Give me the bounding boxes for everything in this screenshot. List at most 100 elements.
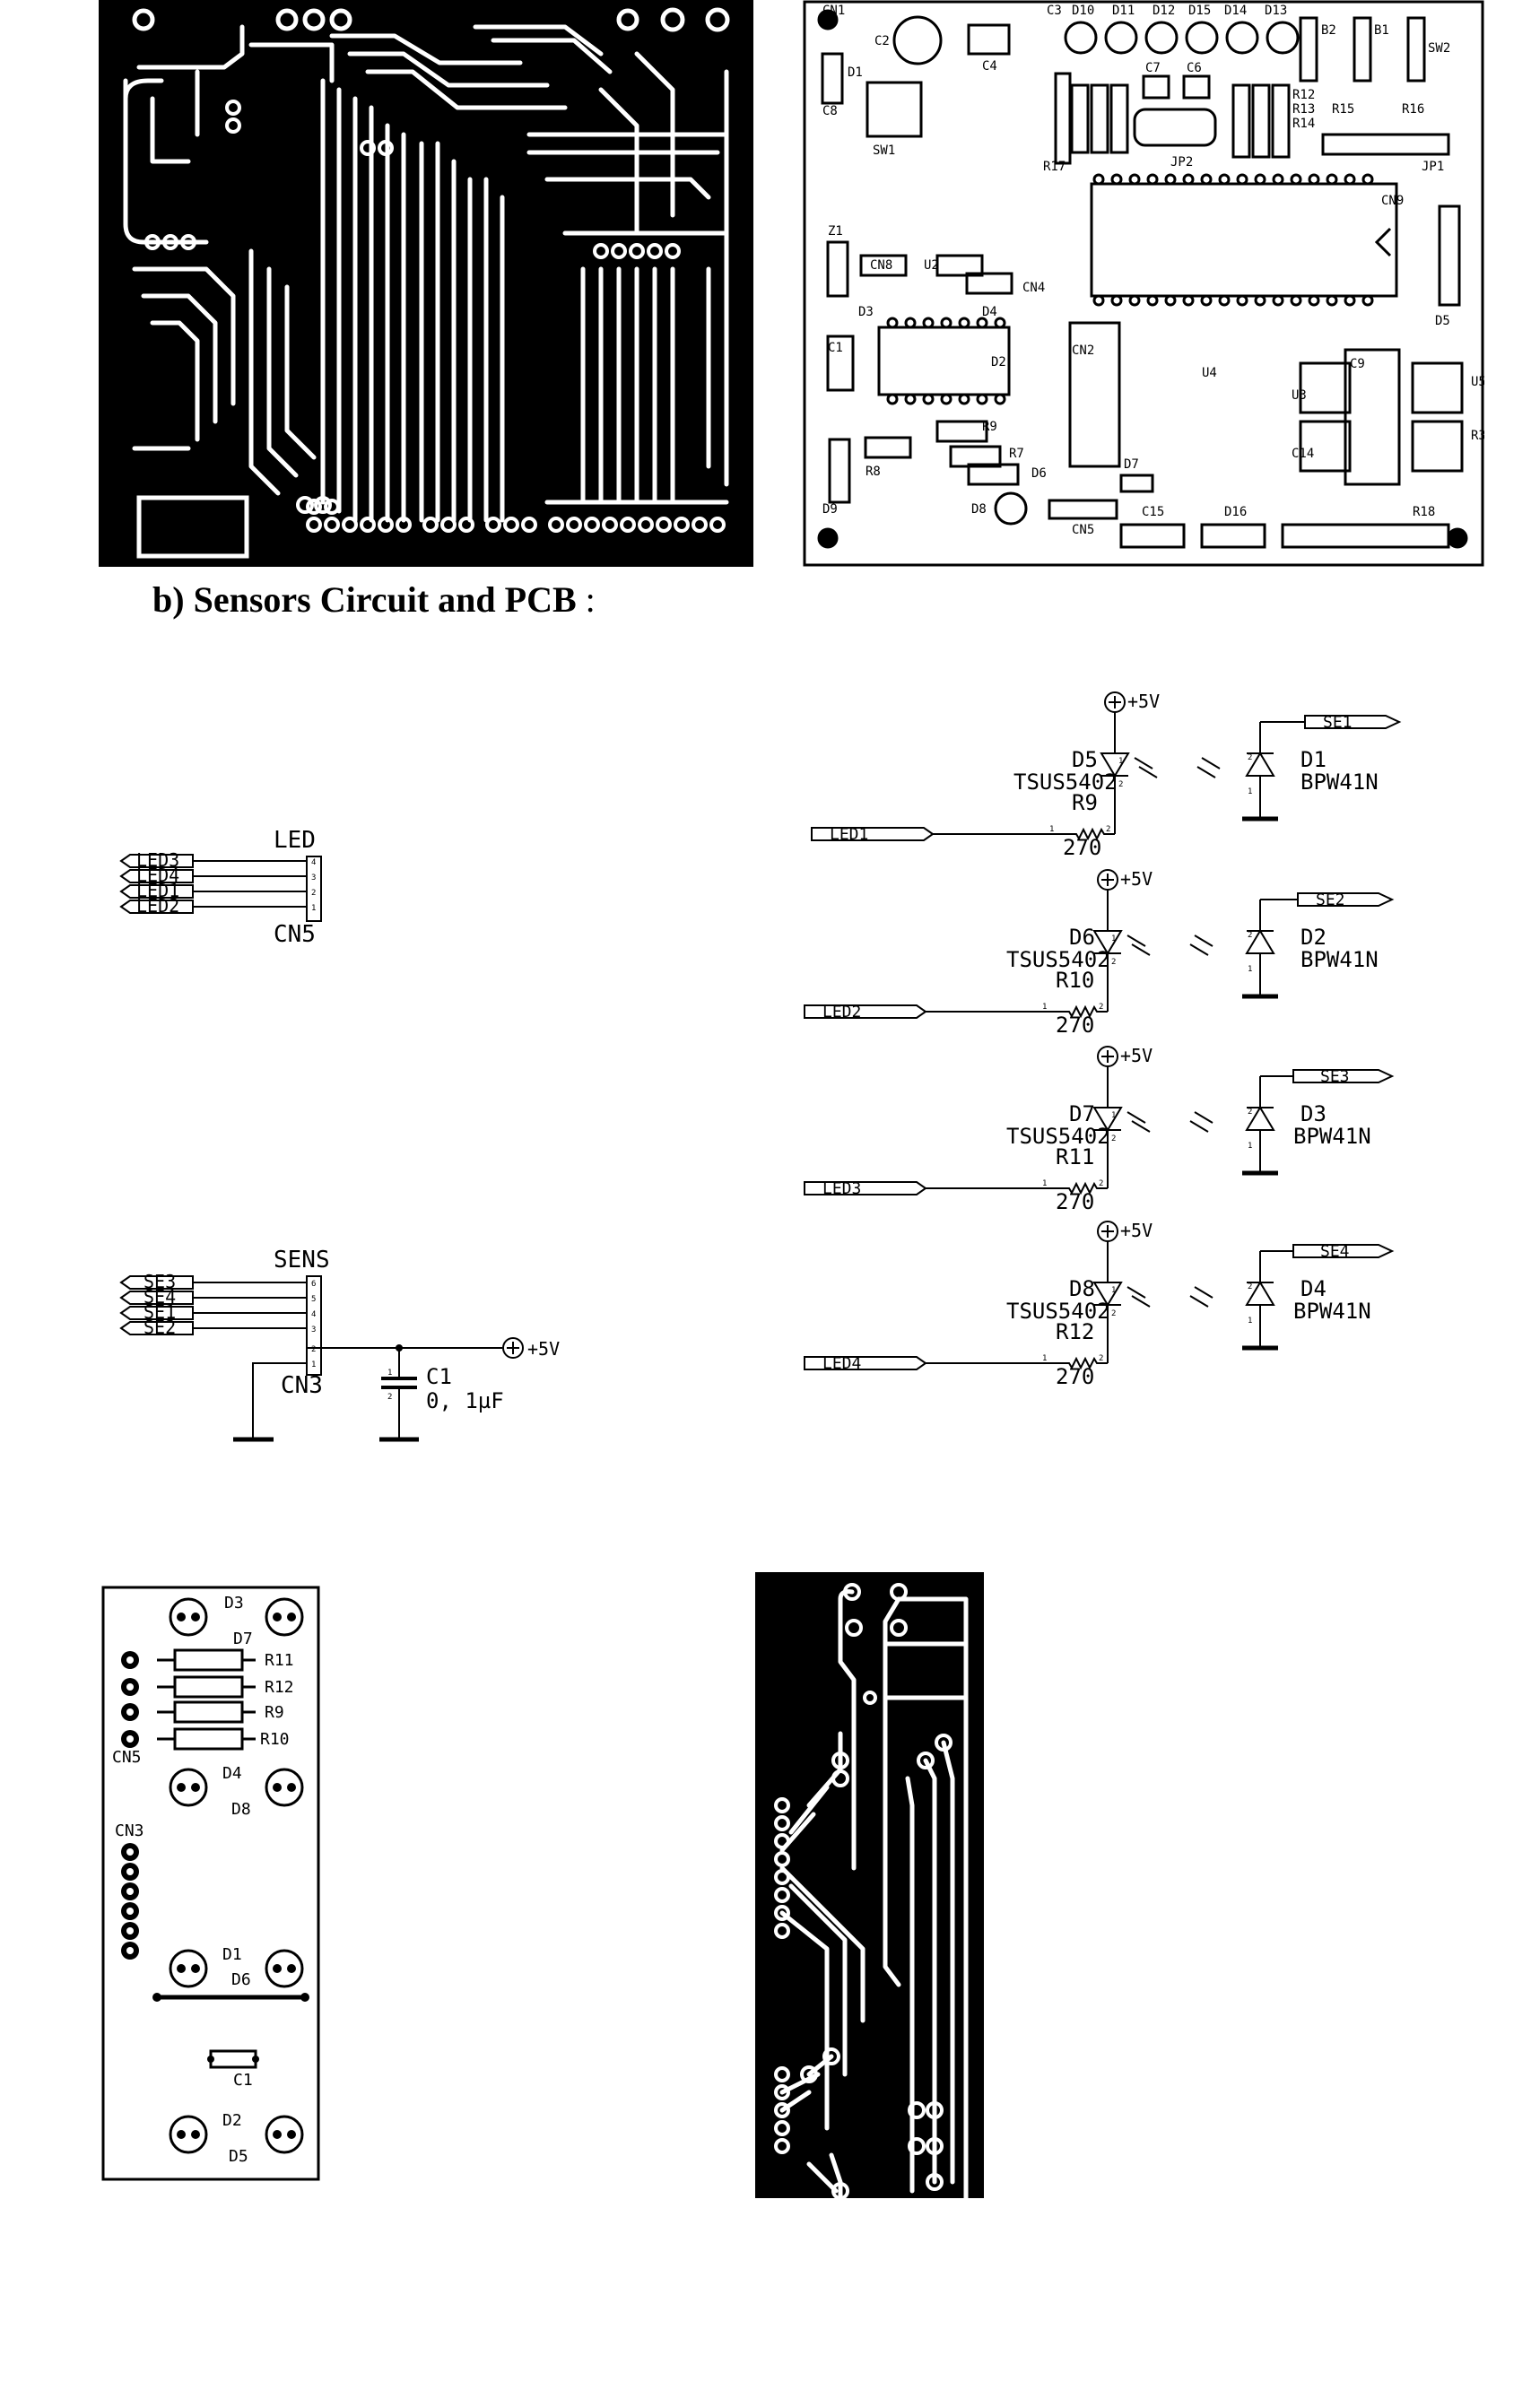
sensor-designator: D2 [1300, 925, 1327, 950]
pin-number: 2 [1111, 1309, 1116, 1318]
net-label: SE4 [144, 1286, 176, 1308]
main-pcb-silkscreen: CN1 C2 D1 C8 SW1 C4 C3 D10 D11 D12 D15 D… [803, 0, 1484, 567]
sensor-pcb-silkscreen: D3 D7 R11 R12 R9 R10 CN5 D4 D8 CN3 D1 D6… [101, 1586, 320, 2181]
pin-number: 1 [1111, 1111, 1116, 1120]
section-heading: b) Sensors Circuit and PCB : [152, 578, 596, 621]
sensor-part: BPW41N [1300, 947, 1379, 972]
pin-number: 1 [311, 1360, 316, 1369]
pin-number: 2 [1111, 958, 1116, 967]
supply-label: +5V [1120, 1045, 1153, 1066]
silk-label: C3 [1047, 4, 1062, 18]
sens-connector-title: SENS [274, 1247, 330, 1274]
led-connector-schematic: LED CN5 LED3 LED4 LED1 LED2 4 3 2 1 [119, 827, 322, 948]
silk-label: C1 [828, 341, 843, 355]
input-net: LED2 [822, 1003, 861, 1021]
silk-label: R3 [1471, 429, 1484, 443]
led-designator: D7 [1069, 1101, 1095, 1126]
silk-label: D13 [1265, 4, 1287, 18]
silk-label: C7 [1145, 61, 1161, 75]
silk-label: D3 [858, 305, 874, 319]
silk-label: D2 [991, 355, 1006, 369]
silk-label: CN5 [112, 1748, 142, 1767]
pin-number: 2 [311, 1345, 316, 1354]
supply-label: +5V [1120, 868, 1153, 890]
sensor-channel-4: +5V D8 TSUS5402 R12 270 LED4 SE4 D4 BPW4… [804, 1220, 1395, 1389]
pin-number: 2 [1248, 1108, 1252, 1117]
section-heading-colon: : [585, 579, 596, 620]
led-designator: D6 [1069, 925, 1095, 950]
output-net: SE4 [1320, 1242, 1350, 1261]
silk-label: CN5 [1072, 523, 1094, 537]
resistor-designator: R10 [1056, 968, 1094, 993]
silk-label: C4 [982, 59, 997, 74]
led-connector-title: LED [274, 827, 316, 854]
sensor-channel-3: +5V D7 TSUS5402 R11 270 LED3 SE3 D3 BPW4… [804, 1045, 1395, 1214]
silk-label: D15 [1188, 4, 1211, 18]
supply-label: +5V [1120, 1220, 1153, 1241]
pin-number: 3 [311, 1326, 316, 1334]
pin-number: 1 [1248, 1142, 1252, 1151]
pin-number: 1 [1248, 1317, 1252, 1326]
silk-label: D8 [231, 1800, 251, 1819]
silk-label: D4 [222, 1764, 242, 1783]
silk-label: Z1 [828, 224, 843, 239]
sensor-part: BPW41N [1300, 769, 1379, 795]
pin-number: 2 [1099, 1179, 1103, 1188]
silk-label: D6 [231, 1970, 251, 1989]
supply-label: +5V [1127, 691, 1160, 712]
pin-number: 1 [1111, 1286, 1116, 1295]
silk-label: B1 [1374, 23, 1389, 38]
net-label: LED3 [136, 849, 179, 871]
silk-label: B2 [1321, 23, 1336, 38]
pin-number: 2 [1111, 1134, 1116, 1143]
pin-number: 4 [311, 1310, 316, 1319]
led-connector-name: CN5 [274, 921, 316, 948]
pin-number: 1 [1118, 757, 1123, 766]
led-part: TSUS5402 [1006, 947, 1110, 972]
silk-label: R12 [265, 1678, 294, 1697]
silk-label: JP1 [1422, 160, 1444, 174]
silk-label: R12 [1292, 88, 1315, 102]
sensor-part: BPW41N [1293, 1299, 1371, 1324]
net-label: SE1 [144, 1301, 176, 1323]
led-part: TSUS5402 [1006, 1299, 1110, 1324]
net-label: SE2 [144, 1317, 176, 1338]
silk-label: D7 [233, 1630, 253, 1648]
silk-label: R18 [1413, 505, 1435, 519]
sensor-designator: D1 [1300, 747, 1327, 772]
silk-label: CN3 [115, 1821, 144, 1840]
cap-pin-number: 1 [387, 1369, 392, 1378]
pin-number: 1 [311, 904, 316, 913]
silk-label: U3 [1292, 388, 1307, 403]
silk-label: C14 [1292, 447, 1314, 461]
silk-label: D5 [229, 2147, 248, 2166]
output-net: SE3 [1320, 1067, 1350, 1086]
input-net: LED3 [822, 1179, 861, 1198]
silk-label: U4 [1202, 366, 1217, 380]
pin-number: 2 [1248, 931, 1252, 940]
pin-number: 1 [1111, 935, 1116, 943]
silk-label: JP2 [1170, 155, 1193, 170]
silk-label: R9 [265, 1703, 284, 1722]
silk-label: D10 [1072, 4, 1094, 18]
silk-label: D12 [1153, 4, 1175, 18]
pin-number: 2 [1099, 1003, 1103, 1012]
section-heading-text: b) Sensors Circuit and PCB [152, 579, 577, 620]
sensor-pcb-copper [755, 1572, 984, 2198]
silk-label: D8 [971, 502, 987, 517]
silk-label: U5 [1471, 375, 1484, 389]
led-designator: D8 [1069, 1276, 1095, 1301]
sensor-designator: D4 [1300, 1276, 1327, 1301]
silk-label: R13 [1292, 102, 1315, 117]
net-label: LED2 [136, 895, 179, 917]
led-part: TSUS5402 [1013, 769, 1118, 795]
silk-label: SW1 [873, 143, 895, 158]
silk-label: D1 [848, 65, 863, 80]
silk-label: R8 [866, 465, 881, 479]
silk-label: D2 [222, 2111, 242, 2130]
silk-label: R7 [1009, 447, 1024, 461]
resistor-designator: R9 [1072, 790, 1098, 815]
silk-label: R10 [260, 1730, 290, 1749]
silk-label: CN8 [870, 258, 892, 273]
silk-label: D3 [224, 1594, 244, 1613]
